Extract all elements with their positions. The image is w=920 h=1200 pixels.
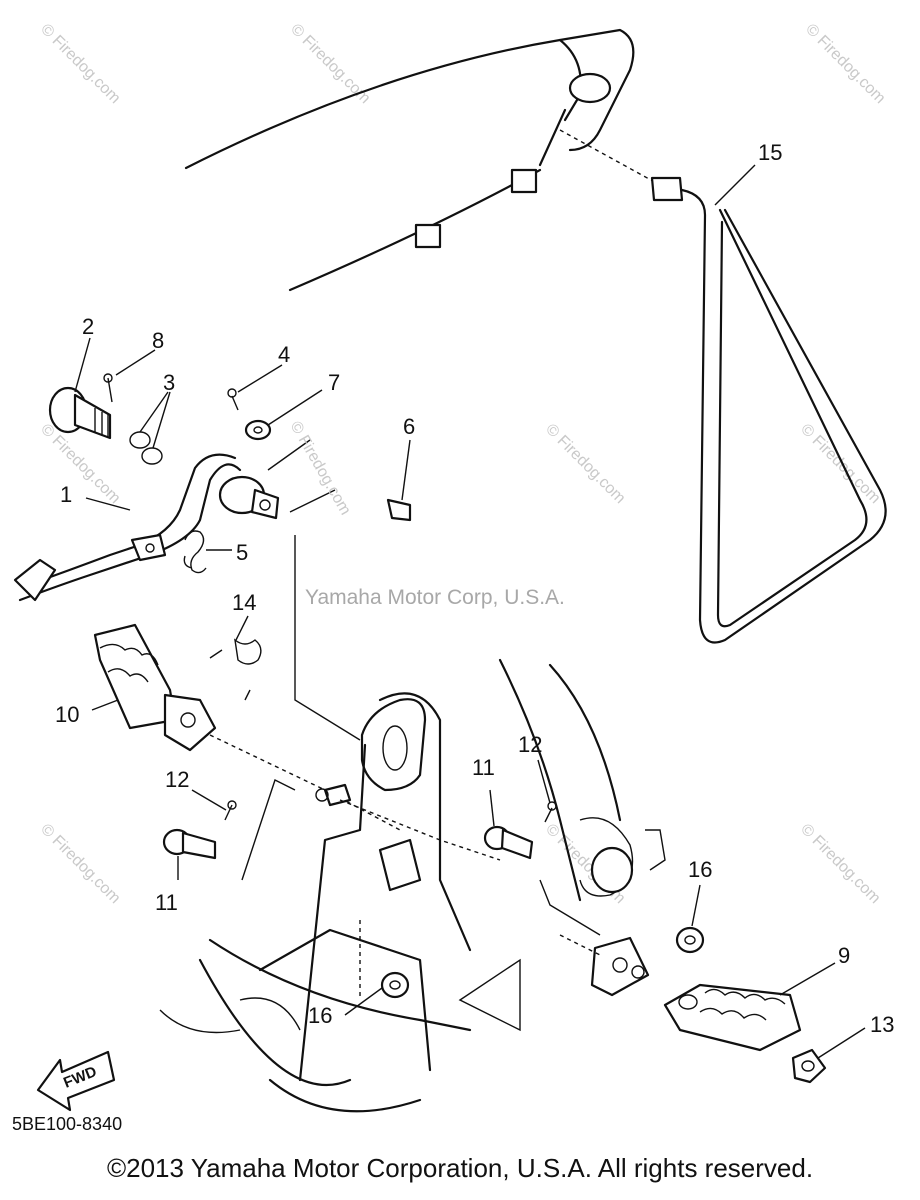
callout-5: 5 bbox=[236, 540, 248, 565]
watermark-text: © Firedog.com bbox=[37, 21, 123, 107]
watermark-text: © Firedog.com bbox=[37, 821, 123, 907]
footrest-left-drawing bbox=[93, 623, 401, 881]
watermark-text: © Firedog.com bbox=[287, 21, 373, 107]
callout-3: 3 bbox=[163, 370, 175, 395]
callout-12b: 12 bbox=[518, 732, 542, 757]
callout-9: 9 bbox=[838, 943, 850, 968]
callout-12a: 12 bbox=[165, 767, 189, 792]
watermark-text: © Firedog.com bbox=[797, 421, 883, 507]
callout-4: 4 bbox=[278, 342, 290, 367]
diagram-code: 5BE100-8340 bbox=[12, 1114, 122, 1134]
callout-7: 7 bbox=[328, 370, 340, 395]
watermark-text: © Firedog.com bbox=[802, 21, 888, 107]
frame-rail-drawing bbox=[184, 28, 661, 292]
callout-16a: 16 bbox=[688, 857, 712, 882]
small-parts-drawing bbox=[48, 373, 412, 574]
callout-15: 15 bbox=[758, 140, 782, 165]
callout-labels: 2 8 3 4 7 6 1 5 14 15 10 12 11 11 12 16 … bbox=[55, 140, 894, 1037]
inline-watermark: © Firedog.com bbox=[287, 419, 354, 519]
callout-10: 10 bbox=[55, 702, 79, 727]
callout-16b: 16 bbox=[308, 1003, 332, 1028]
fwd-arrow: FWD bbox=[36, 1050, 116, 1112]
leader-lines bbox=[74, 164, 866, 1059]
callout-6: 6 bbox=[403, 414, 415, 439]
callout-11a: 11 bbox=[155, 890, 178, 915]
copyright-notice: ©2013 Yamaha Motor Corporation, U.S.A. A… bbox=[107, 1153, 813, 1183]
callout-8: 8 bbox=[152, 328, 164, 353]
callout-1: 1 bbox=[60, 482, 72, 507]
footrest-right-drawing bbox=[483, 801, 827, 1084]
callout-14: 14 bbox=[232, 590, 256, 615]
side-stand-drawing bbox=[650, 176, 887, 644]
watermark-text: © Firedog.com bbox=[797, 821, 883, 907]
watermark-text: © Firedog.com bbox=[542, 421, 628, 507]
callout-2: 2 bbox=[82, 314, 94, 339]
callout-13: 13 bbox=[870, 1012, 894, 1037]
callout-11b: 11 bbox=[472, 755, 495, 780]
center-watermark: Yamaha Motor Corp, U.S.A. bbox=[305, 586, 565, 609]
frame-body-drawing bbox=[159, 535, 666, 1113]
brake-pedal-drawing bbox=[13, 453, 280, 602]
